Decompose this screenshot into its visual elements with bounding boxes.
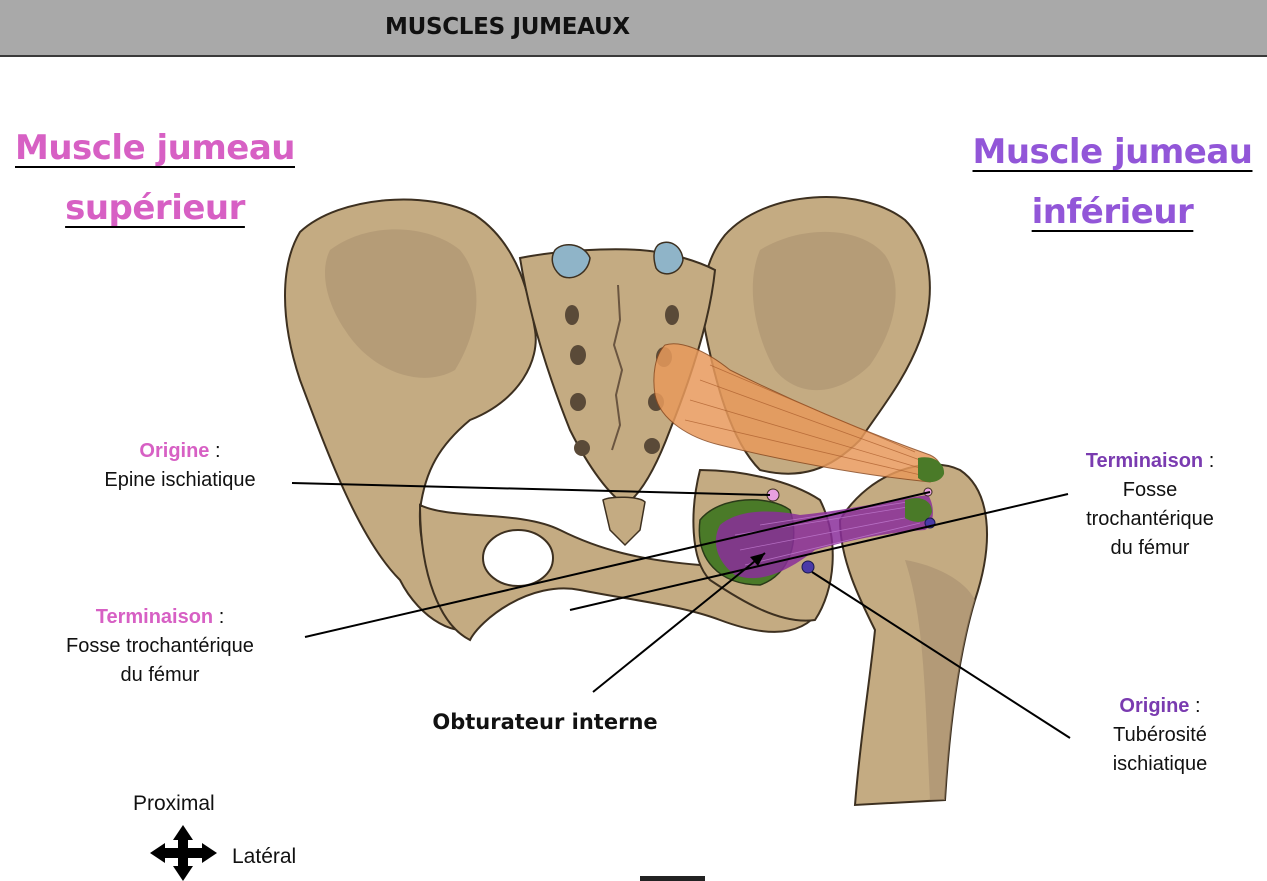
- label-text: du fémur: [1110, 537, 1190, 559]
- label-keyword: Terminaison: [95, 606, 214, 628]
- label-text: du fémur: [120, 664, 200, 686]
- orientation-lateral-label: Latéral: [232, 845, 297, 868]
- gemellus-insertion: [905, 498, 932, 522]
- title-superior-line2: supérieur: [65, 188, 245, 228]
- sacral-foramen: [565, 305, 579, 325]
- label-origin-inferior: Origine : Tubérosité ischiatique: [1060, 692, 1260, 779]
- gemellus-fibers: [734, 499, 921, 566]
- bottom-edge-mark: [640, 876, 705, 881]
- sacral-crest: [611, 284, 624, 451]
- obturator-foramen: [482, 529, 554, 587]
- label-keyword: Origine: [1119, 695, 1190, 717]
- label-text: Epine ischiatique: [104, 469, 256, 491]
- sacral-foramen: [570, 393, 586, 411]
- label-separator: :: [213, 606, 225, 628]
- label-text: trochantérique: [1086, 508, 1214, 530]
- label-text: ischiatique: [1112, 753, 1208, 775]
- piriformis-insertion: [918, 457, 945, 483]
- coccyx: [602, 496, 646, 547]
- label-text: Fosse: [1122, 479, 1178, 501]
- label-termination-superior: Terminaison : Fosse trochantérique du fé…: [20, 603, 300, 690]
- left-ilium-fossa: [325, 229, 477, 378]
- label-origin-superior: Origine : Epine ischiatique: [40, 437, 320, 495]
- femur-shadow: [905, 560, 975, 800]
- label-text: Tubérosité: [1113, 724, 1207, 746]
- title-superior-gemellus: Muscle jumeau supérieur: [10, 118, 300, 238]
- sacral-foramen: [574, 440, 590, 456]
- right-ilium-fossa: [752, 231, 896, 391]
- piriformis-fibers: [684, 364, 926, 477]
- leader-origin-superior: [291, 482, 771, 496]
- leader-obturator: [592, 552, 766, 693]
- title-superior-line1: Muscle jumeau: [15, 128, 295, 168]
- label-separator: :: [1189, 695, 1201, 717]
- label-separator: :: [209, 440, 221, 462]
- page-title: MUSCLES JUMEAUX: [385, 14, 630, 40]
- orientation-proximal-label: Proximal: [133, 792, 215, 815]
- sacral-foramen: [665, 305, 679, 325]
- label-keyword: Origine: [139, 440, 210, 462]
- tuberosity-attachment-dot: [801, 560, 815, 574]
- label-keyword: Terminaison: [1085, 450, 1204, 472]
- sacral-facet-right: [653, 241, 684, 275]
- label-separator: :: [1203, 450, 1215, 472]
- sacral-foramen: [644, 438, 660, 454]
- label-text: Fosse trochantérique: [66, 635, 254, 657]
- title-inferior-line1: Muscle jumeau: [972, 132, 1253, 172]
- label-obturator-internus: Obturateur interne: [432, 710, 658, 734]
- sacral-foramen: [570, 345, 586, 365]
- leader-origin-inferior: [811, 571, 1071, 739]
- leader-termination-superior: [304, 491, 931, 638]
- header-bar: MUSCLES JUMEAUX: [0, 0, 1267, 57]
- label-termination-inferior: Terminaison : Fosse trochantérique du fé…: [1040, 447, 1260, 563]
- gemellus-muscle: [715, 495, 933, 579]
- orientation-cross-icon: [150, 825, 217, 881]
- sacral-facet-left: [551, 243, 591, 279]
- arrowhead: [750, 553, 765, 566]
- leader-termination-inferior: [569, 493, 1069, 611]
- title-inferior-gemellus: Muscle jumeau inférieur: [960, 122, 1265, 242]
- title-inferior-line2: inférieur: [1031, 192, 1194, 232]
